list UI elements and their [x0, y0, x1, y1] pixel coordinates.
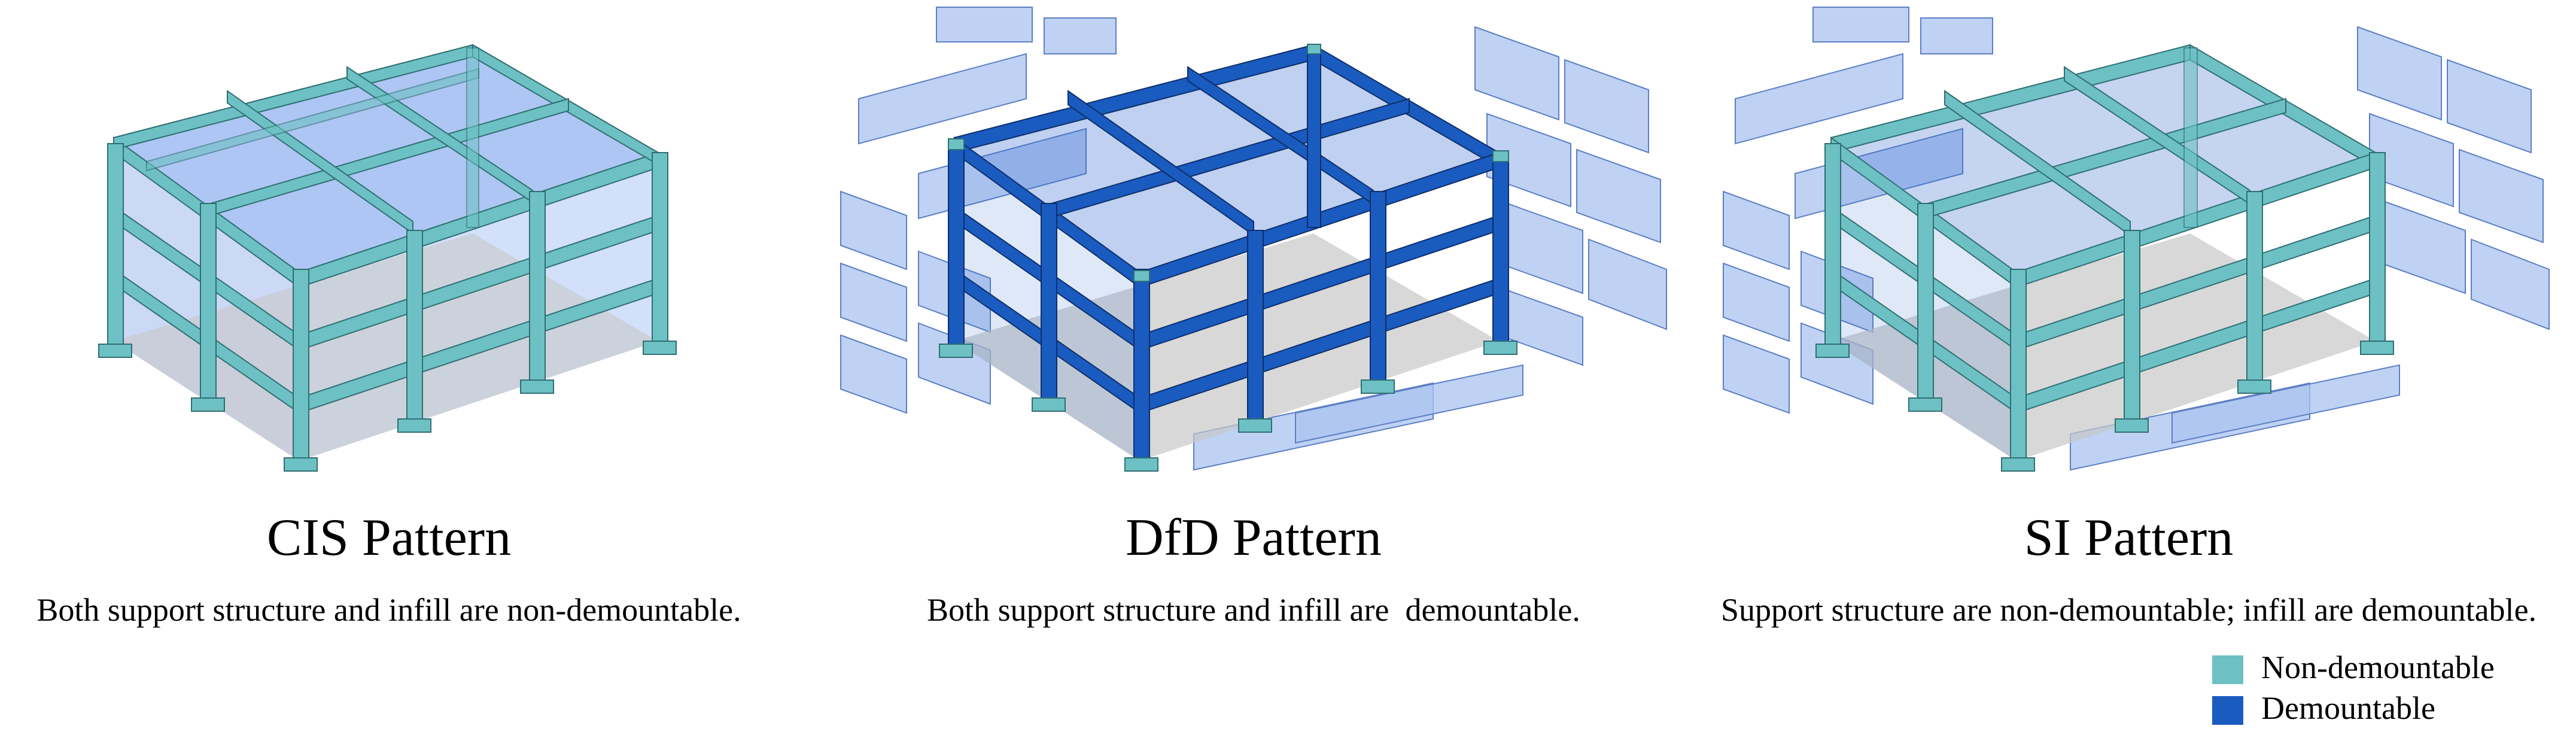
pattern-title: SI Pattern: [2024, 509, 2234, 567]
dfd-building-illustration: [840, 7, 1667, 472]
ground-slab: [954, 233, 1499, 461]
pattern-description: Support structure are non-demountable; i…: [1720, 592, 2537, 628]
frame-columns: [948, 47, 1509, 461]
pattern-description: Both support structure and infill are de…: [927, 592, 1580, 628]
cis-building-illustration: [98, 44, 677, 472]
legend-label: Demountable: [2261, 690, 2435, 726]
exploded-infill-panels-left: [1723, 7, 1993, 414]
column-joints: [948, 44, 1509, 282]
exploded-infill-panels-right: [1193, 26, 1667, 471]
frame-columns: [107, 47, 668, 461]
legend-swatch: [2212, 696, 2243, 725]
pattern-title: CIS Pattern: [266, 509, 512, 567]
ground-slab: [114, 233, 658, 461]
legend-label: Non-demountable: [2261, 649, 2495, 685]
column-footings: [1815, 341, 2394, 472]
legend-swatch: [2212, 655, 2243, 684]
pattern-description: Both support structure and infill are no…: [37, 592, 741, 628]
pattern-panel-dfd: DfD Pattern Both support structure and i…: [835, 0, 1672, 735]
si-building-illustration: [1723, 7, 2550, 472]
frame-columns: [1824, 47, 2386, 461]
column-footings: [98, 341, 677, 472]
pattern-title: DfD Pattern: [1126, 509, 1382, 567]
infill-wall: [954, 54, 1499, 281]
column-footings: [939, 341, 1517, 472]
infill-wall: [1831, 54, 2376, 281]
exploded-infill-panels-right: [2070, 26, 2550, 471]
ground-slab: [1831, 233, 2376, 461]
pattern-panel-cis: CIS Pattern Both support structure and i…: [0, 0, 778, 735]
pattern-panel-si: SI Pattern Support structure are non-dem…: [1681, 0, 2576, 735]
